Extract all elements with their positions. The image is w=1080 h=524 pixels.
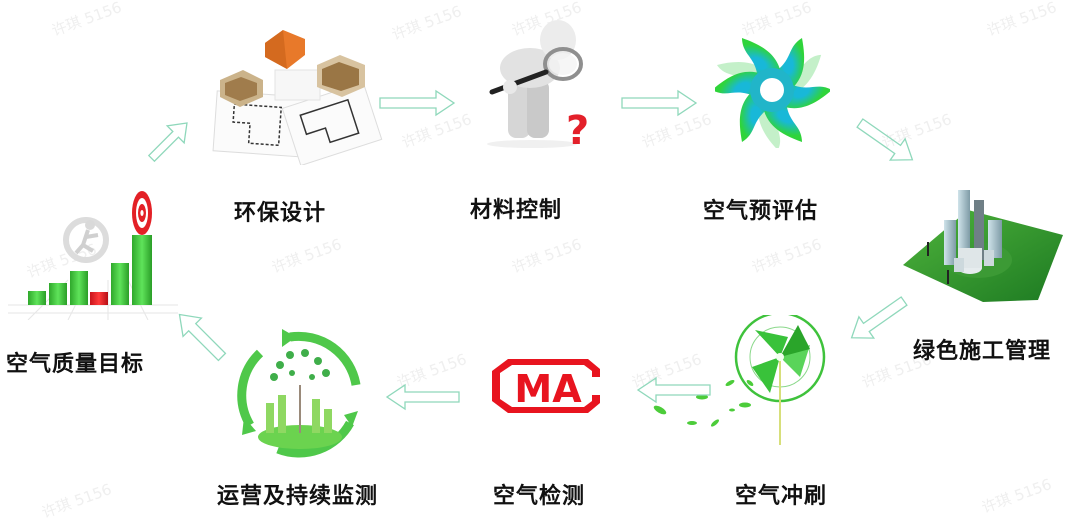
arrow-monitoring-to-goal-icon: [178, 313, 227, 362]
eco-cycle-tree-icon: [237, 329, 361, 458]
step-label-air-testing: 空气检测: [493, 484, 586, 509]
step-label-green-construction: 绿色施工管理: [913, 339, 1052, 364]
step-label-air-pre-assessment: 空气预评估: [703, 199, 819, 224]
step-material-control-image: ?: [470, 20, 600, 154]
watermark: 许琪 5156: [509, 235, 585, 277]
watermark: 许琪 5156: [984, 0, 1060, 40]
magnifier-figure-icon: ?: [487, 20, 589, 154]
step-label-material-control: 材料控制: [470, 198, 563, 223]
step-air-testing-image: MA: [488, 355, 608, 417]
watermark: 许琪 5156: [979, 475, 1055, 517]
arrow-design-to-material-icon: [379, 89, 456, 117]
green-city-icon: [903, 190, 1063, 302]
watermark: 许琪 5156: [269, 235, 345, 277]
step-eco-design-image: [205, 25, 385, 167]
step-green-construction-image: [898, 180, 1068, 305]
step-label-air-flush: 空气冲刷: [735, 484, 828, 509]
arrow-assessment-to-construction-icon: [856, 118, 914, 161]
bar-chart-target-icon: [8, 191, 178, 321]
step-label-operation-monitoring: 运营及持续监测: [217, 484, 379, 509]
step-operation-monitoring-image: [230, 325, 370, 465]
arrow-testing-to-monitoring-icon: [385, 383, 460, 411]
watermark: 许琪 5156: [49, 0, 125, 40]
cma-logo-icon: MA: [492, 359, 600, 413]
watermark: 许琪 5156: [389, 2, 465, 44]
step-label-air-quality-goal: 空气质量目标: [6, 352, 145, 377]
step-air-pre-assessment-image: [711, 33, 833, 151]
step-air-quality-goal-image: [8, 185, 178, 321]
arrow-flush-to-testing-icon: [636, 376, 711, 404]
arrow-goal-to-design-icon: [147, 122, 188, 163]
cma-text: MA: [514, 367, 582, 411]
arrow-material-to-assessment-icon: [621, 89, 698, 117]
arrow-construction-to-flush-icon: [850, 296, 908, 339]
step-label-eco-design: 环保设计: [234, 201, 327, 226]
svg-text:?: ?: [566, 108, 589, 150]
watermark: 许琪 5156: [39, 480, 115, 522]
pinwheel-swirl-icon: [711, 38, 833, 151]
watermark: 许琪 5156: [749, 235, 825, 277]
house-blueprint-icon: [212, 30, 383, 167]
